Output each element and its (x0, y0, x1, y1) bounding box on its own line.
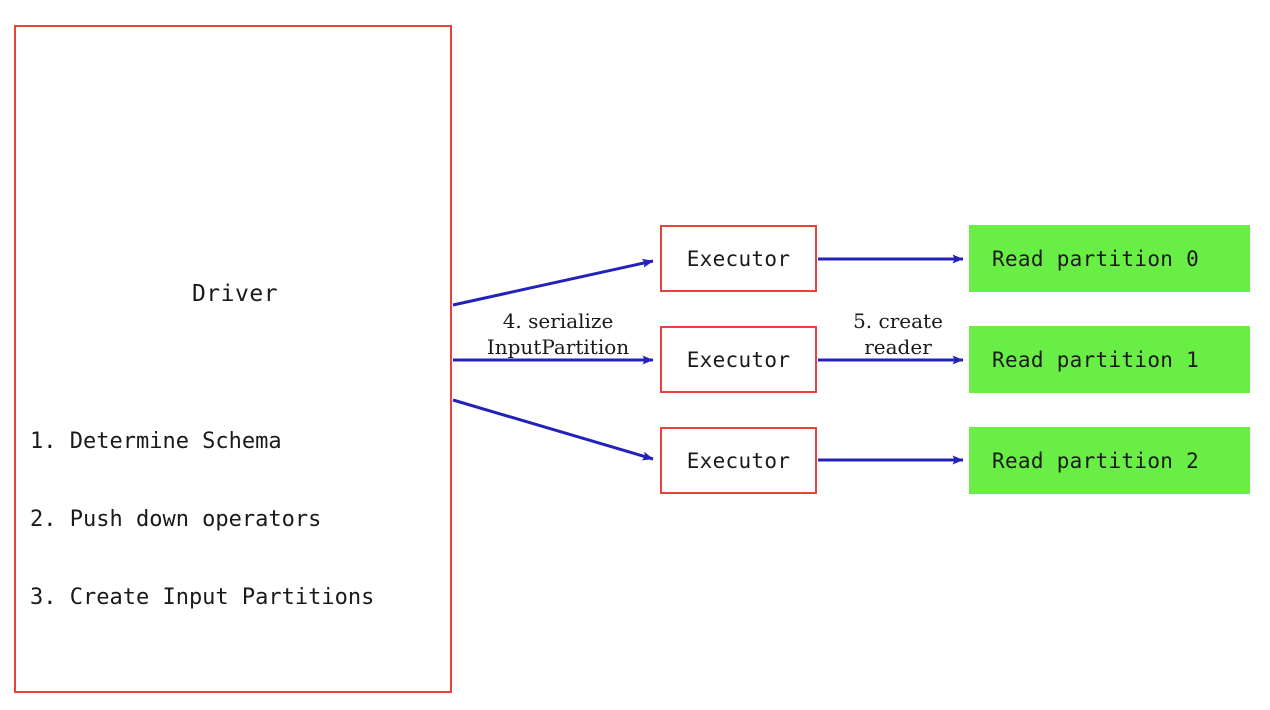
edge-label-serialize-input-partition: 4. serialize InputPartition (466, 308, 650, 360)
edge-label-create-reader-line-2: reader (864, 335, 932, 359)
driver-box: Driver 1. Determine Schema 2. Push down … (14, 25, 452, 693)
driver-step-2: 2. Push down operators (30, 507, 322, 532)
executor-box-3: Executor (660, 427, 817, 494)
executor-box-2: Executor (660, 326, 817, 393)
driver-step-3: 3. Create Input Partitions (30, 585, 375, 610)
edge-label-create-reader: 5. create reader (828, 308, 968, 360)
edge-label-create-reader-line-1: 5. create (853, 309, 943, 333)
read-partition-label-1: Read partition 1 (992, 347, 1200, 372)
arrow-driver-to-executor-1 (452, 258, 654, 307)
driver-title: Driver (191, 281, 279, 307)
driver-step-1: 1. Determine Schema (30, 429, 282, 454)
arrow-driver-to-executor-3 (452, 398, 654, 461)
executor-label-1: Executor (686, 246, 791, 271)
edge-label-serialize-line-2: InputPartition (486, 335, 630, 359)
read-partition-label-2: Read partition 2 (992, 448, 1200, 473)
edge-label-serialize-line-1: 4. serialize (502, 309, 614, 333)
executor-box-1: Executor (660, 225, 817, 292)
read-partition-label-0: Read partition 0 (992, 246, 1200, 271)
driver-step-list: 1. Determine Schema 2. Push down operato… (30, 377, 374, 663)
executor-label-2: Executor (686, 347, 791, 372)
read-partition-box-2: Read partition 2 (969, 427, 1250, 494)
read-partition-box-1: Read partition 1 (969, 326, 1250, 393)
executor-label-3: Executor (686, 448, 791, 473)
read-partition-box-0: Read partition 0 (969, 225, 1250, 292)
